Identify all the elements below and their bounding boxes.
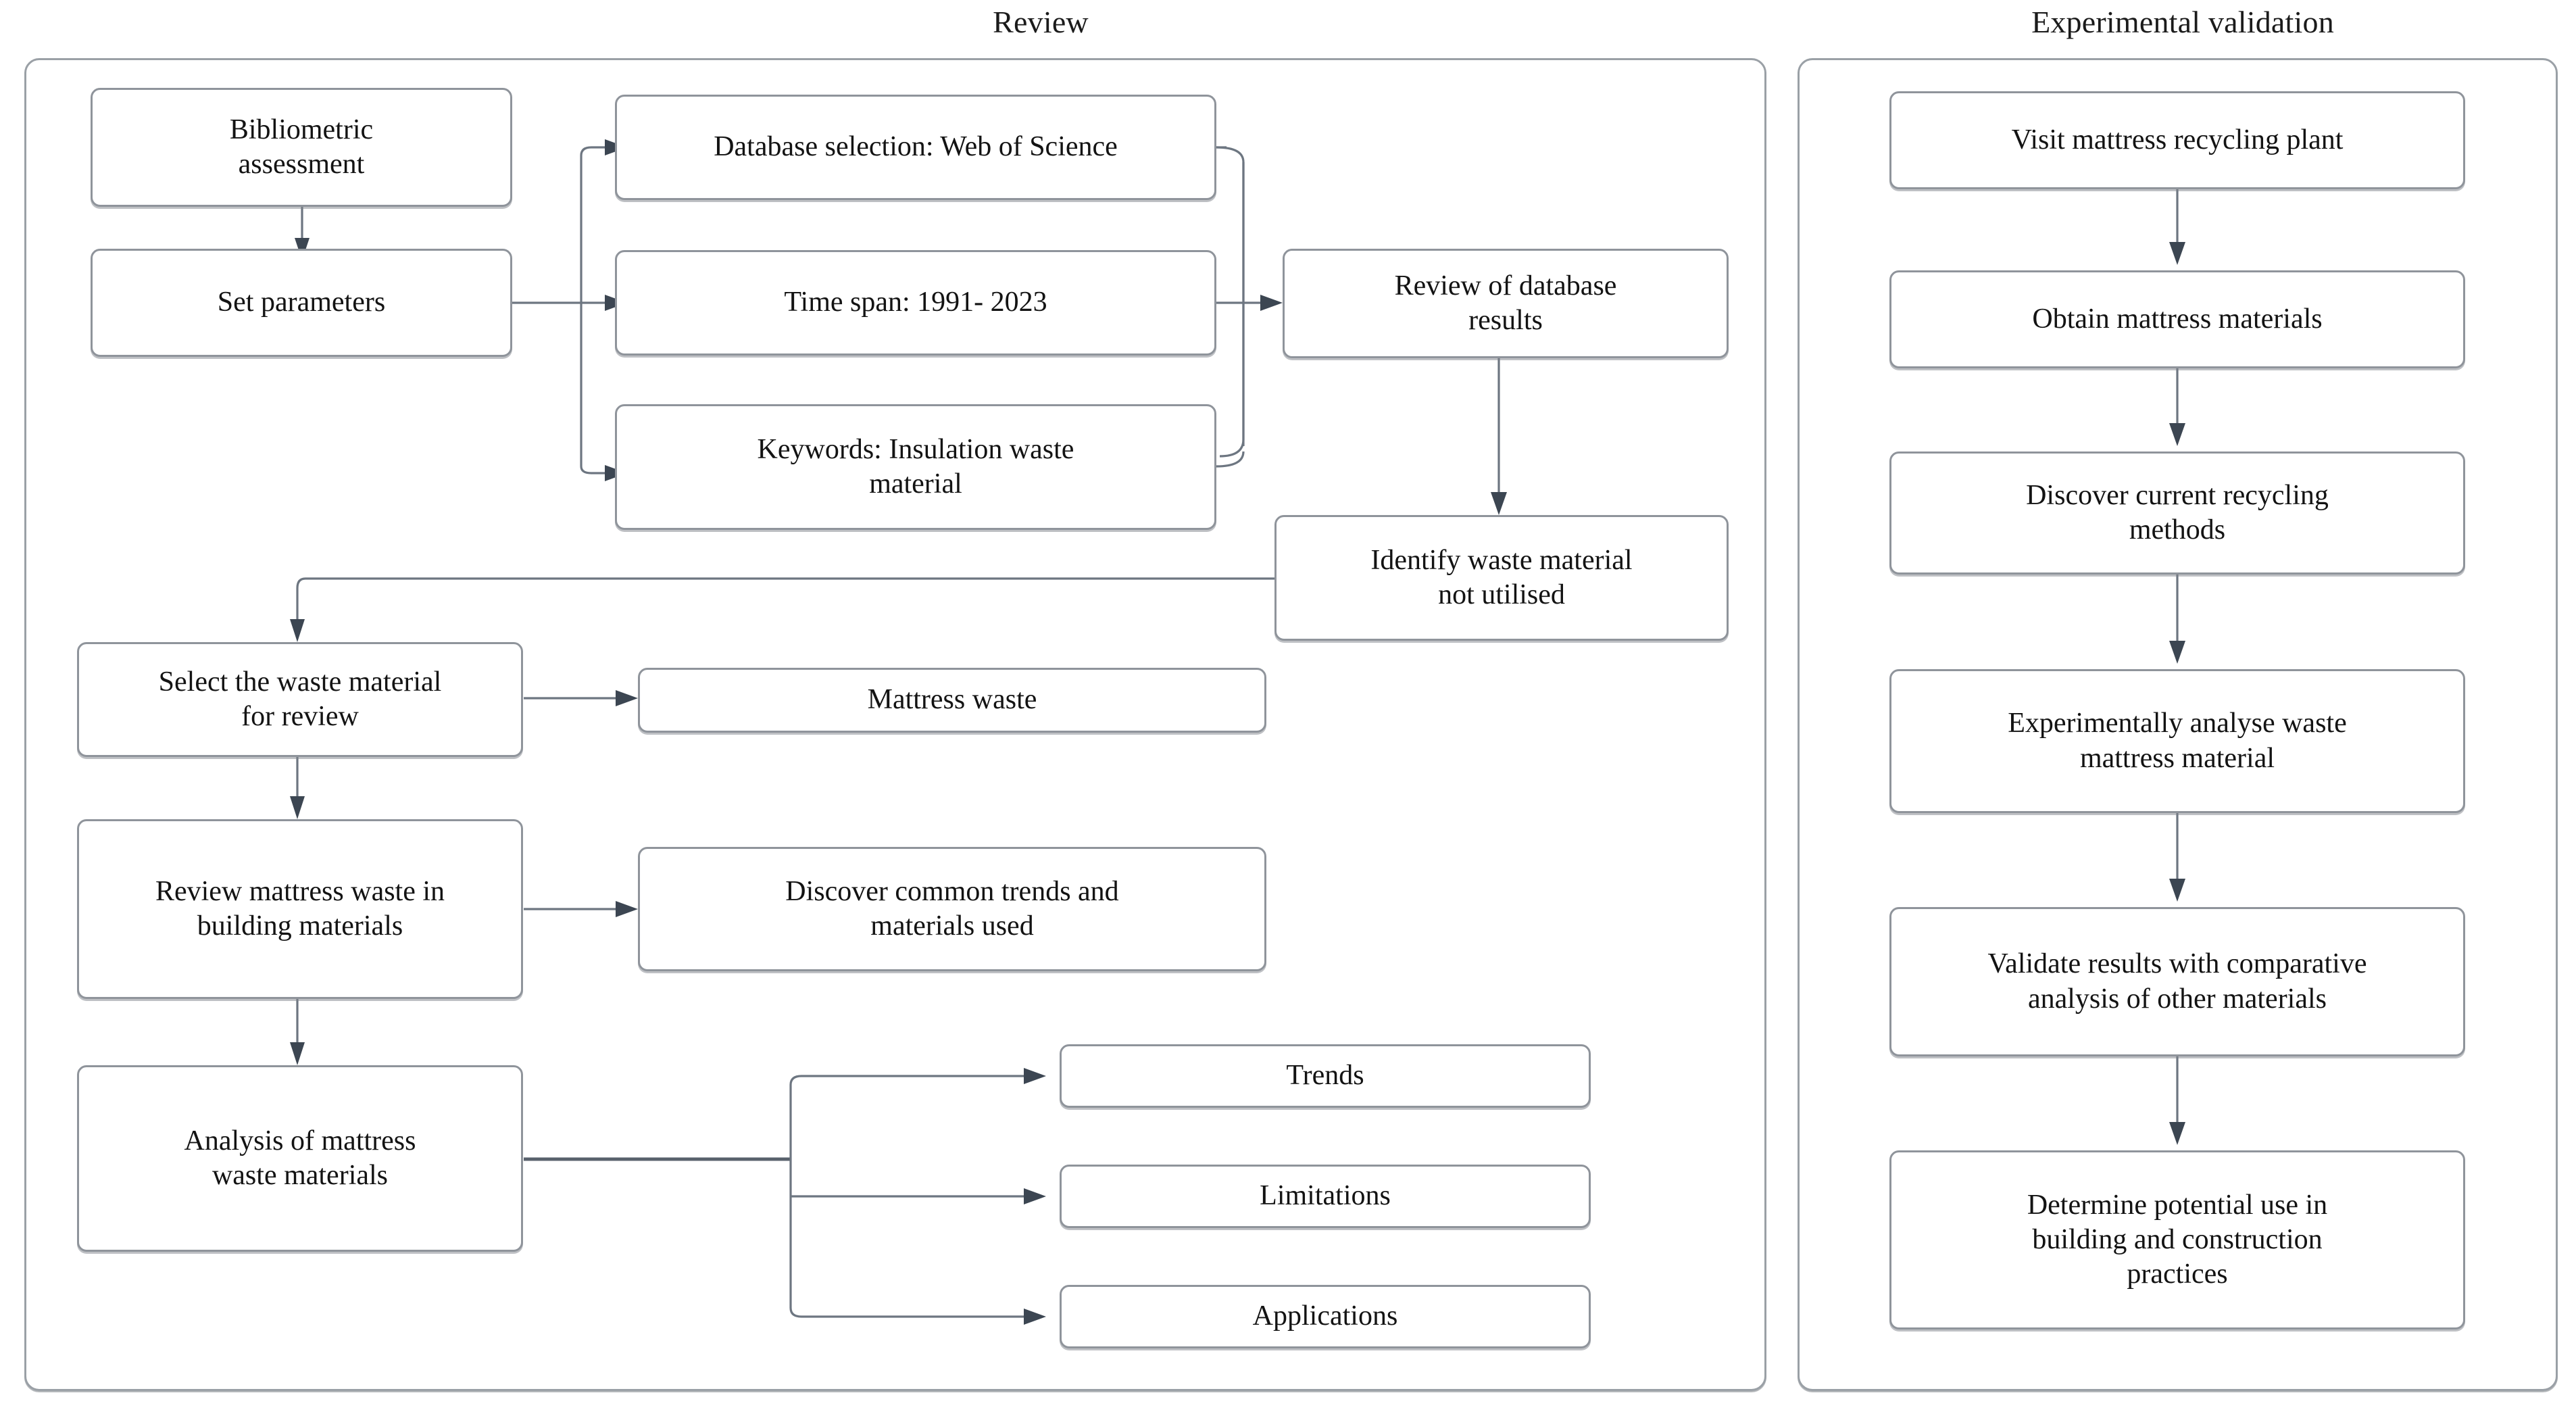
node-experimentally-analyse-waste[interactable]: Experimentally analyse waste mattress ma… [1889, 669, 2465, 813]
node-review-mattress-waste-line2: building materials [197, 910, 403, 942]
node-determine-potential-use-line2: building and construction [2032, 1223, 2323, 1255]
node-analysis-of-mattress-waste-line2: waste materials [212, 1160, 389, 1191]
node-bibliometric-assessment[interactable]: Bibliometric assessment [91, 88, 512, 207]
node-limitations[interactable]: Limitations [1060, 1165, 1591, 1228]
node-select-waste-material-line1: Select the waste material [158, 666, 442, 698]
node-discover-common-trends-line2: materials used [870, 910, 1034, 942]
review-panel-title: Review [993, 5, 1089, 39]
node-determine-potential-use-line3: practices [2127, 1259, 2228, 1290]
node-discover-common-trends[interactable]: Discover common trends and materials use… [638, 847, 1266, 971]
node-determine-potential-use-line1: Determine potential use in [2027, 1189, 2328, 1221]
node-trends-label: Trends [1286, 1060, 1364, 1092]
node-bibliometric-assessment-line2: assessment [238, 149, 365, 180]
node-obtain-materials-label: Obtain mattress materials [2032, 303, 2323, 335]
node-limitations-label: Limitations [1260, 1180, 1391, 1212]
node-experimentally-analyse-line2: mattress material [2079, 742, 2275, 774]
node-determine-potential-use[interactable]: Determine potential use in building and … [1889, 1150, 2465, 1329]
node-discover-common-trends-line1: Discover common trends and [785, 875, 1119, 907]
node-mattress-waste[interactable]: Mattress waste [638, 668, 1266, 733]
node-time-span-label: Time span: 1991- 2023 [784, 287, 1047, 318]
node-identify-waste-material-line1: Identify waste material [1370, 544, 1633, 576]
node-applications[interactable]: Applications [1060, 1285, 1591, 1348]
node-visit-mattress-recycling-plant[interactable]: Visit mattress recycling plant [1889, 91, 2465, 189]
node-validate-results[interactable]: Validate results with comparative analys… [1889, 907, 2465, 1056]
node-visit-plant-label: Visit mattress recycling plant [2011, 124, 2344, 155]
node-review-mattress-waste-line1: Review mattress waste in [155, 875, 445, 907]
node-identify-waste-material-line2: not utilised [1438, 579, 1565, 610]
node-identify-waste-material[interactable]: Identify waste material not utilised [1274, 515, 1729, 641]
node-select-waste-material[interactable]: Select the waste material for review [77, 642, 523, 757]
node-obtain-mattress-materials[interactable]: Obtain mattress materials [1889, 270, 2465, 368]
node-keywords[interactable]: Keywords: Insulation waste material [615, 404, 1216, 530]
node-keywords-line2: material [869, 468, 962, 499]
node-time-span[interactable]: Time span: 1991- 2023 [615, 250, 1216, 356]
node-recycling-methods-line2: methods [2129, 514, 2226, 545]
node-review-mattress-waste[interactable]: Review mattress waste in building materi… [77, 819, 523, 999]
node-review-of-database-results-line1: Review of database [1394, 270, 1617, 301]
node-discover-current-recycling-methods[interactable]: Discover current recycling methods [1889, 451, 2465, 575]
node-recycling-methods-line1: Discover current recycling [2026, 479, 2329, 511]
node-review-of-database-results-line2: results [1468, 305, 1543, 336]
node-bibliometric-assessment-line1: Bibliometric [229, 114, 374, 145]
node-database-selection-label: Database selection: Web of Science [714, 131, 1118, 163]
node-mattress-waste-label: Mattress waste [867, 684, 1037, 716]
node-analysis-of-mattress-waste-line1: Analysis of mattress [184, 1125, 416, 1156]
node-set-parameters-label: Set parameters [217, 287, 386, 318]
node-validate-results-line2: analysis of other materials [2027, 983, 2327, 1015]
node-keywords-line1: Keywords: Insulation waste [757, 433, 1074, 465]
node-database-selection[interactable]: Database selection: Web of Science [615, 95, 1216, 200]
node-validate-results-line1: Validate results with comparative [1987, 948, 2367, 980]
node-trends[interactable]: Trends [1060, 1044, 1591, 1108]
node-applications-label: Applications [1252, 1300, 1398, 1332]
node-set-parameters[interactable]: Set parameters [91, 249, 512, 357]
node-analysis-of-mattress-waste[interactable]: Analysis of mattress waste materials [77, 1065, 523, 1252]
node-select-waste-material-line2: for review [241, 701, 359, 732]
experimental-validation-panel-title: Experimental validation [2031, 5, 2334, 39]
node-review-of-database-results[interactable]: Review of database results [1283, 249, 1729, 358]
node-experimentally-analyse-line1: Experimentally analyse waste [2008, 708, 2347, 739]
